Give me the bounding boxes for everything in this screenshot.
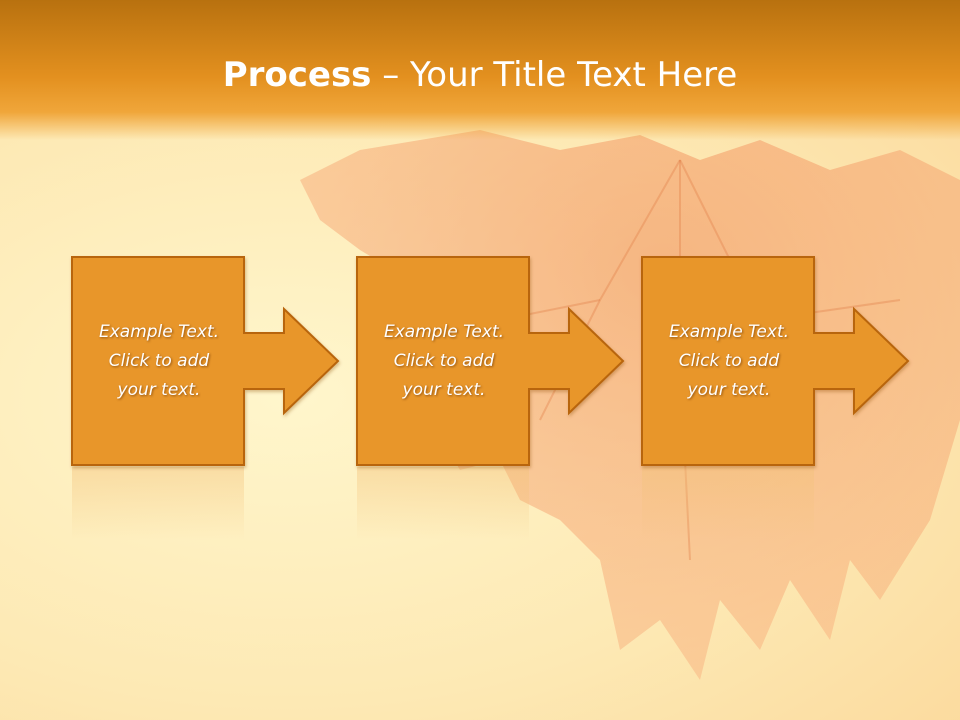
step-text-2[interactable]: Example Text. Click to add your text. — [383, 321, 505, 400]
title-bar — [0, 0, 960, 140]
step-text-3[interactable]: Example Text. Click to add your text. — [668, 321, 790, 400]
step-reflection — [357, 467, 529, 540]
step-arrow-shape-1[interactable] — [71, 256, 340, 466]
title-bold: Process — [222, 55, 372, 95]
title-rest: – Your Title Text Here — [371, 55, 738, 95]
step-reflection — [642, 467, 814, 540]
step-text-1[interactable]: Example Text. Click to add your text. — [98, 321, 220, 400]
slide-title: Process – Your Title Text Here — [0, 50, 960, 100]
step-arrow-shape-3[interactable] — [641, 256, 910, 466]
step-arrow-shape-2[interactable] — [356, 256, 625, 466]
step-reflection — [72, 467, 244, 540]
